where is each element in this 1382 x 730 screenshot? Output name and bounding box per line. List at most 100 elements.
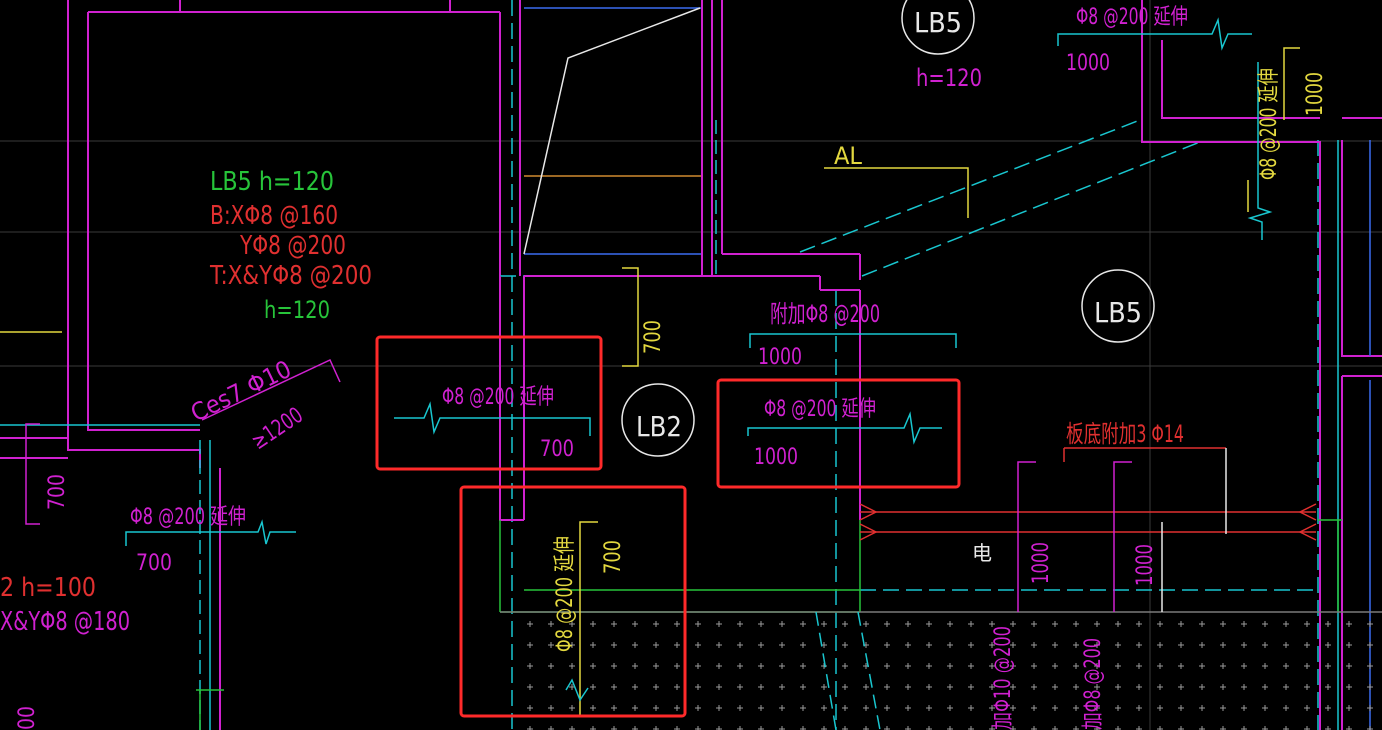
hatch-plus xyxy=(1157,663,1163,669)
h120-green-label: h=120 xyxy=(264,296,330,324)
hatch-plus xyxy=(1346,726,1352,730)
hatch-plus xyxy=(1010,705,1016,711)
hatch-plus xyxy=(695,642,701,648)
hatch-plus xyxy=(989,663,995,669)
hatch-plus xyxy=(1157,705,1163,711)
hatch-plus xyxy=(1094,642,1100,648)
hatch-plus xyxy=(1199,684,1205,690)
hatch-plus xyxy=(926,705,932,711)
lb5-h120-label: LB5 h=120 xyxy=(210,167,334,197)
top-1000-label: 1000 xyxy=(1066,51,1110,76)
hatch-plus xyxy=(1157,621,1163,627)
cyan-rebar-lines xyxy=(125,17,1273,702)
hatch-plus xyxy=(1262,663,1268,669)
hatch-plus xyxy=(1031,642,1037,648)
bottom-y-label: YΦ8 @200 xyxy=(239,231,346,261)
hatch-plus xyxy=(947,726,953,730)
hatch-plus xyxy=(884,621,890,627)
box2-ext-label: Φ8 @200 延伸 xyxy=(764,397,876,422)
hatch-plus xyxy=(1283,663,1289,669)
highlight-boxes xyxy=(375,335,961,718)
hatch-plus xyxy=(800,684,806,690)
hatch-plus xyxy=(1325,726,1331,730)
hatch-plus xyxy=(926,642,932,648)
hatch-plus xyxy=(1136,726,1142,730)
hatch-plus xyxy=(821,705,827,711)
hatch-plus xyxy=(1115,726,1121,730)
hatch-plus xyxy=(905,705,911,711)
hatch-plus xyxy=(1010,642,1016,648)
highlight-box-2 xyxy=(716,378,961,489)
hatch-plus xyxy=(1031,684,1037,690)
hatch-plus xyxy=(632,684,638,690)
hatch-plus xyxy=(548,684,554,690)
hatch-plus xyxy=(590,663,596,669)
mid-700-vertical: 700 xyxy=(641,320,666,354)
hatch-plus xyxy=(548,663,554,669)
hatch-plus xyxy=(1367,663,1373,669)
hatch-plus xyxy=(1241,663,1247,669)
hatch-plus xyxy=(1304,621,1310,627)
hatch-plus xyxy=(569,642,575,648)
hatch-plus xyxy=(1136,663,1142,669)
hatch-plus xyxy=(1115,621,1121,627)
slab2-reinf-label: X&YΦ8 @180 xyxy=(0,607,130,637)
hatch-plus xyxy=(1220,705,1226,711)
additional-label: 附加Φ8 @200 xyxy=(770,300,880,328)
hatch-plus xyxy=(968,621,974,627)
hatch-plus xyxy=(716,684,722,690)
hatch-plus xyxy=(1262,642,1268,648)
left-00-label: 00 xyxy=(15,706,40,730)
hatch-plus xyxy=(1283,684,1289,690)
hatch-plus xyxy=(590,705,596,711)
hatch-plus xyxy=(800,705,806,711)
hatch-plus xyxy=(1346,684,1352,690)
v1000-a-label: 1000 xyxy=(1029,542,1054,584)
hatch-plus xyxy=(1052,642,1058,648)
lb2-label: LB2 xyxy=(636,410,682,443)
hatch-plus xyxy=(1199,642,1205,648)
hatch-plus xyxy=(1199,726,1205,730)
left-ext-700: 700 xyxy=(136,551,172,576)
hatch-plus xyxy=(716,705,722,711)
hatch-plus xyxy=(716,642,722,648)
hatch-plus xyxy=(1052,663,1058,669)
magenta-rebar-leaders xyxy=(1017,448,1132,612)
hatch-plus xyxy=(905,621,911,627)
hatch-plus xyxy=(1325,684,1331,690)
hatch-plus xyxy=(527,621,533,627)
hatch-plus xyxy=(1325,642,1331,648)
hatch-plus xyxy=(1052,621,1058,627)
hatch-plus xyxy=(1199,663,1205,669)
hatch-plus xyxy=(653,705,659,711)
left-green-lines xyxy=(196,689,224,730)
hatch-plus xyxy=(590,642,596,648)
hatch-plus xyxy=(590,684,596,690)
hatch-plus xyxy=(1073,663,1079,669)
hatch-plus xyxy=(779,663,785,669)
hatch-plus xyxy=(1283,621,1289,627)
hatch-plus xyxy=(821,684,827,690)
hatch-plus xyxy=(1115,705,1121,711)
hatch-plus xyxy=(548,621,554,627)
bottom-add-rebar xyxy=(859,447,1317,541)
hatch-plus xyxy=(695,621,701,627)
hatch-plus xyxy=(569,726,575,730)
hatch-plus xyxy=(968,663,974,669)
hatch-plus xyxy=(989,705,995,711)
hatch-plus xyxy=(527,642,533,648)
ces7-leader xyxy=(201,358,341,421)
left-ext-label: Φ8 @200 延伸 xyxy=(130,505,246,530)
hatch-plus xyxy=(884,684,890,690)
hatch-plus xyxy=(884,663,890,669)
hatch-plus xyxy=(842,663,848,669)
hatch-plus xyxy=(716,726,722,730)
hatch-plus xyxy=(632,705,638,711)
hatch-plus xyxy=(695,663,701,669)
hatch-plus xyxy=(674,642,680,648)
hatch-plus xyxy=(800,726,806,730)
hatch-plus xyxy=(1052,726,1058,730)
hatch-plus xyxy=(968,705,974,711)
